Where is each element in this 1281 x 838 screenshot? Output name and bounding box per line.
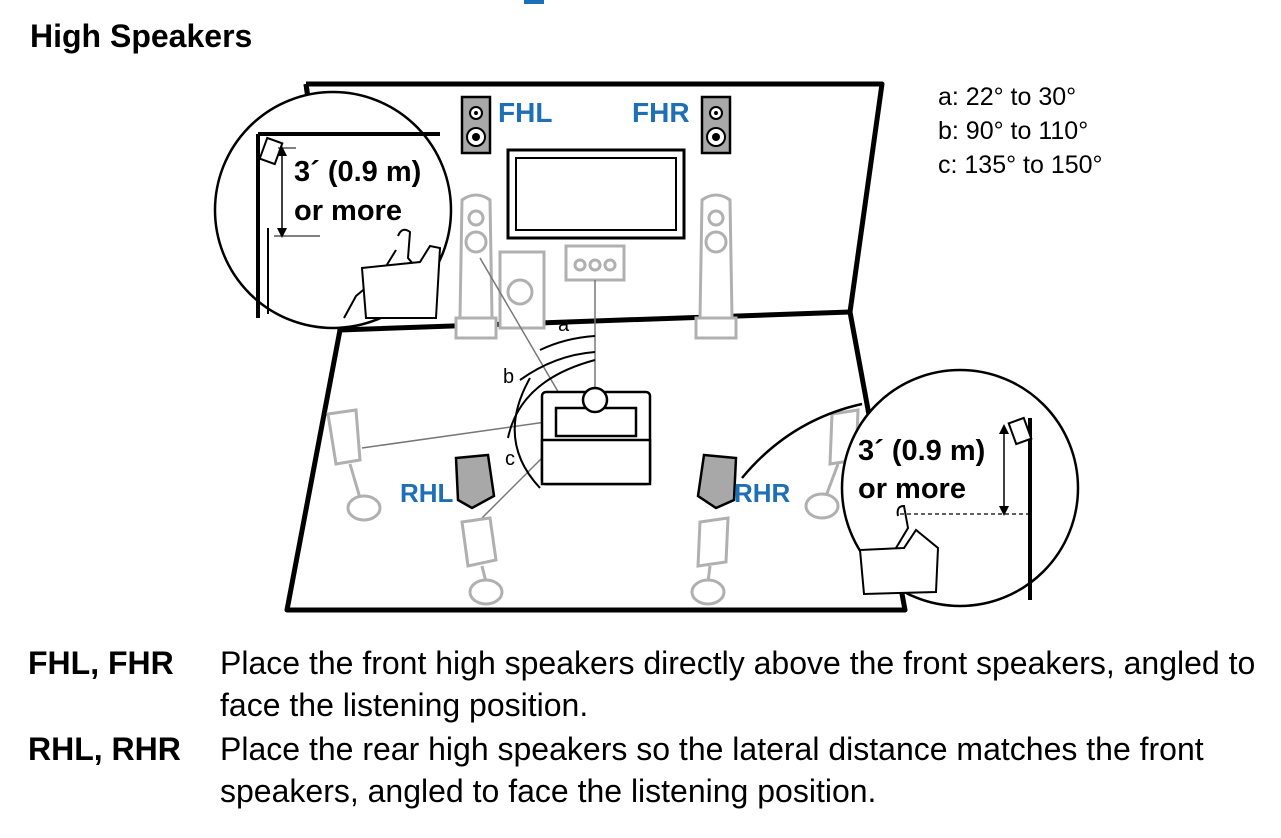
fhr-label: FHR xyxy=(632,97,690,128)
front-high-left-speaker-icon xyxy=(460,95,492,155)
tv-icon xyxy=(506,148,686,240)
listener-chair-icon xyxy=(540,386,652,486)
description-text: Place the front high speakers directly a… xyxy=(220,645,1256,723)
surround-left-speaker-icon xyxy=(326,408,382,522)
angle-a-label: a xyxy=(558,314,570,336)
rhr-label: RHR xyxy=(734,478,791,508)
rear-high-right-speaker-icon xyxy=(696,453,738,510)
fhl-label: FHL xyxy=(498,97,552,128)
section-title: High Speakers xyxy=(30,18,253,54)
front-left-speaker-icon xyxy=(454,193,498,340)
left-height-inset xyxy=(213,90,453,330)
description-term: FHL, FHR xyxy=(28,645,174,681)
rear-high-left-speaker-icon xyxy=(454,453,496,510)
rhl-label: RHL xyxy=(400,478,454,508)
angle-legend: a: 22° to 30° b: 90° to 110° c: 135° to … xyxy=(938,80,1103,182)
right-height-label-line1: 3´ (0.9 m) xyxy=(858,435,985,467)
heading-accent xyxy=(524,0,544,4)
surround-back-left-speaker-icon xyxy=(460,516,504,606)
left-height-label-line2: or more xyxy=(294,195,402,227)
description-text: Place the rear high speakers so the late… xyxy=(220,731,1204,809)
legend-item-c: c: 135° to 150° xyxy=(938,151,1103,179)
right-height-label-line2: or more xyxy=(858,473,966,505)
legend-item-b: b: 90° to 110° xyxy=(938,117,1089,145)
right-height-inset xyxy=(741,368,1080,608)
front-right-speaker-icon xyxy=(694,193,738,340)
front-high-right-speaker-icon xyxy=(700,95,732,155)
subwoofer-icon xyxy=(498,250,546,330)
legend-item-a: a: 22° to 30° xyxy=(938,83,1077,111)
center-speaker-icon xyxy=(564,244,626,282)
angle-c-label: c xyxy=(505,448,515,470)
description-term: RHL, RHR xyxy=(28,731,181,767)
left-height-label-line1: 3´ (0.9 m) xyxy=(294,156,421,188)
angle-lines xyxy=(361,257,596,521)
surround-back-right-speaker-icon xyxy=(690,516,730,606)
angle-b-label: b xyxy=(503,366,514,388)
